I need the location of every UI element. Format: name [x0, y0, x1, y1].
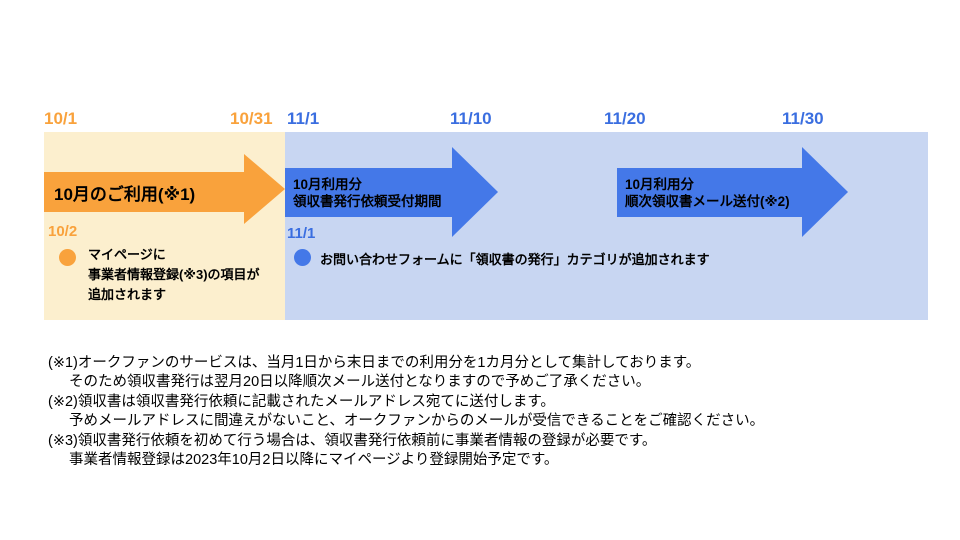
receipt-mail-arrow-label-line1: 10月利用分	[625, 176, 695, 192]
date-label-11-10: 11/10	[450, 109, 492, 128]
mypage-registration-event-text: マイページに 事業者情報登録(※3)の項目が 追加されます	[88, 245, 260, 305]
date-label-11-30: 11/30	[782, 109, 824, 128]
mypage-event-line3: 追加されます	[88, 287, 167, 302]
inquiry-form-event-text: お問い合わせフォームに「領収書の発行」カテゴリが追加されます	[320, 252, 710, 267]
mypage-event-line2: 事業者情報登録(※3)の項目が	[88, 267, 260, 282]
orange-bullet-dot-icon	[59, 249, 76, 266]
mypage-event-line1: マイページに	[88, 247, 166, 262]
footnotes-block: (※1)オークファンのサービスは、当月1日から末日までの利用分を1カ月分として集…	[48, 354, 764, 470]
receipt-request-arrow-head-icon	[452, 147, 498, 237]
october-usage-arrow-label: 10月のご利用(※1)	[54, 184, 196, 204]
date-label-10-1: 10/1	[44, 109, 78, 128]
event-date-10-2: 10/2	[48, 223, 78, 240]
date-label-11-20: 11/20	[604, 109, 646, 128]
receipt-request-period-arrow: 10月利用分 領収書発行依頼受付期間	[285, 168, 452, 217]
event-date-11-1: 11/1	[287, 225, 316, 242]
date-label-11-1: 11/1	[287, 109, 320, 128]
receipt-request-arrow-label-line1: 10月利用分	[293, 176, 363, 192]
blue-bullet-dot-icon	[294, 249, 311, 266]
receipt-mail-sending-arrow: 10月利用分 順次領収書メール送付(※2)	[617, 168, 802, 217]
receipt-mail-arrow-label-line2: 順次領収書メール送付(※2)	[625, 193, 790, 209]
footnote-line-3: (※2)領収書は領収書発行依頼に記載されたメールアドレス宛てに送付します。	[48, 393, 555, 410]
footnote-line-4: 予めメールアドレスに間違えがないこと、オークファンからのメールが受信できることを…	[69, 413, 765, 430]
footnote-line-2: そのため領収書発行は翌月20日以降順次メール送付となりますので予めご了承ください…	[69, 374, 651, 391]
receipt-request-arrow-label-line2: 領収書発行依頼受付期間	[293, 193, 442, 209]
october-usage-arrow: 10月のご利用(※1)	[44, 172, 245, 212]
footnote-line-6: 事業者情報登録は2023年10月2日以降にマイページより登録開始予定です。	[69, 452, 559, 469]
date-label-10-31: 10/31	[230, 109, 273, 128]
receipt-mail-arrow-head-icon	[802, 147, 848, 237]
october-usage-arrow-head-icon	[244, 154, 285, 224]
footnote-line-5: (※3)領収書発行依頼を初めて行う場合は、領収書発行依頼前に事業者情報の登録が必…	[48, 432, 657, 449]
footnote-line-1: (※1)オークファンのサービスは、当月1日から末日までの利用分を1カ月分として集…	[48, 355, 701, 371]
